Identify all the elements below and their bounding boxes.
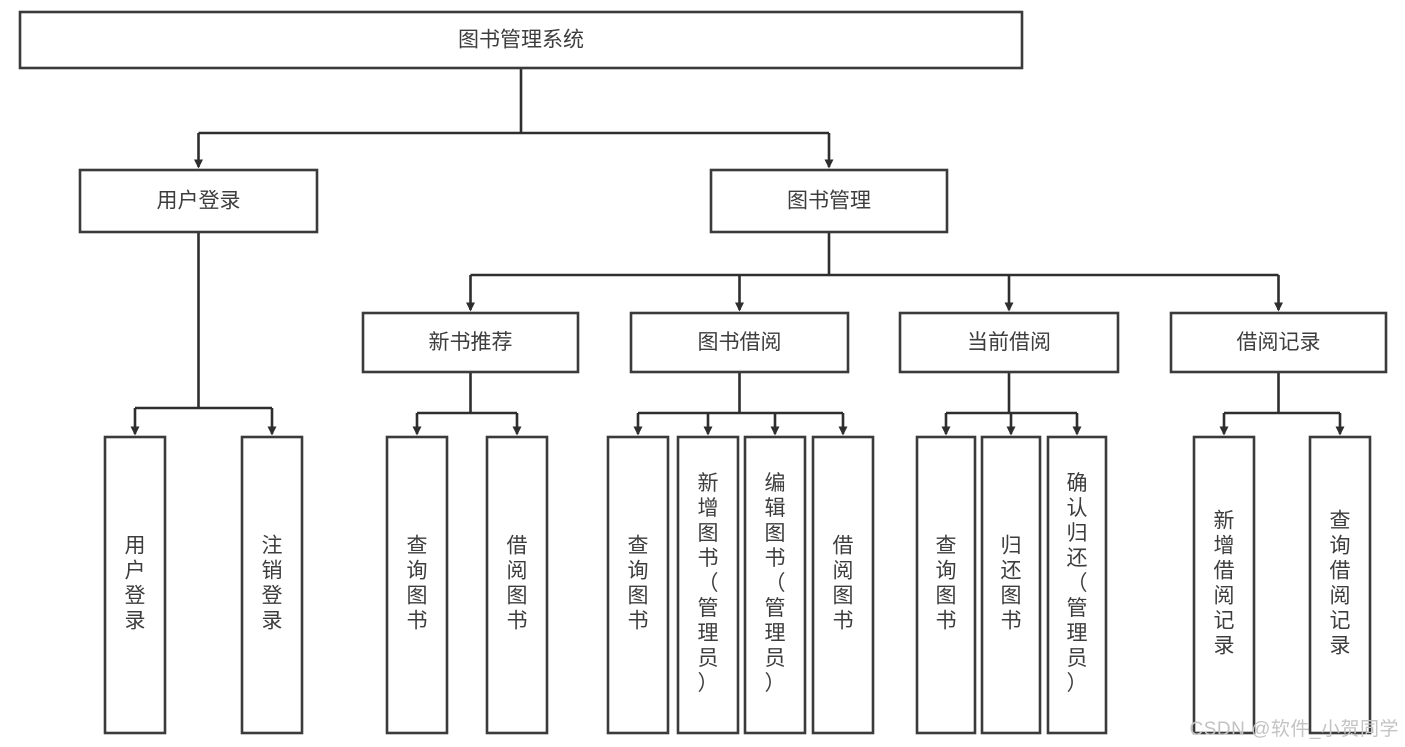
node-leaf-logout[interactable]: 注销登录 (240, 435, 304, 735)
node-leaf-borrow-book-1[interactable]: 借阅图书 (485, 435, 549, 735)
node-box-leaf-borrow-book-2 (811, 435, 875, 735)
node-box-user-login (78, 168, 319, 234)
node-box-leaf-user-login (103, 435, 167, 735)
node-label-current-borrow: 当前借阅 (967, 331, 1051, 354)
node-box-leaf-add-record (1192, 435, 1256, 735)
node-box-leaf-query-book-1 (385, 435, 449, 735)
node-leaf-edit-book[interactable]: 编辑图书（管理员） (743, 435, 807, 735)
node-box-leaf-borrow-book-1 (485, 435, 549, 735)
node-box-current-borrow (898, 311, 1120, 374)
connector-layer (130, 68, 1345, 436)
node-box-leaf-query-record (1308, 435, 1372, 735)
node-label-user-login: 用户登录 (157, 190, 241, 213)
node-label-borrow-record: 借阅记录 (1237, 331, 1321, 354)
node-label-leaf-borrow-book-1: 借阅图书 (507, 535, 528, 633)
node-leaf-user-login[interactable]: 用户登录 (103, 435, 167, 735)
node-label-leaf-query-book-3: 查询图书 (936, 535, 957, 633)
node-box-leaf-logout (240, 435, 304, 735)
node-book-management[interactable]: 图书管理 (709, 168, 949, 234)
node-box-leaf-query-book-2 (606, 435, 670, 735)
node-box-leaf-edit-book (743, 435, 807, 735)
node-box-leaf-confirm-return (1046, 435, 1108, 735)
node-current-borrow[interactable]: 当前借阅 (898, 311, 1120, 374)
node-label-leaf-edit-book: 编辑图书（管理员） (765, 472, 786, 695)
node-box-undefined (18, 10, 1024, 70)
node-label-leaf-query-book-1: 查询图书 (407, 535, 428, 633)
node-layer: 图书管理系统用户登录图书管理新书推荐图书借阅当前借阅借阅记录用户登录注销登录查询… (18, 10, 1388, 735)
node-user-login[interactable]: 用户登录 (78, 168, 319, 234)
node-label-leaf-query-book-2: 查询图书 (628, 535, 649, 633)
node-leaf-query-book-2[interactable]: 查询图书 (606, 435, 670, 735)
node-label-leaf-user-login: 用户登录 (125, 535, 146, 633)
node-leaf-add-book[interactable]: 新增图书（管理员） (676, 435, 740, 735)
node-label-undefined: 图书管理系统 (458, 29, 584, 52)
node-leaf-query-book-1[interactable]: 查询图书 (385, 435, 449, 735)
node-undefined[interactable]: 图书管理系统 (18, 10, 1024, 70)
node-leaf-query-record[interactable]: 查询借阅记录 (1308, 435, 1372, 735)
node-box-new-book-recommend (361, 311, 580, 374)
node-label-leaf-logout: 注销登录 (262, 535, 283, 633)
node-label-leaf-query-record: 查询借阅记录 (1330, 510, 1351, 658)
node-label-leaf-add-record: 新增借阅记录 (1214, 510, 1235, 658)
node-box-leaf-query-book-3 (915, 435, 977, 735)
node-box-book-borrow (629, 311, 850, 374)
node-box-book-management (709, 168, 949, 234)
node-box-leaf-add-book (676, 435, 740, 735)
node-label-leaf-add-book: 新增图书（管理员） (698, 472, 719, 695)
node-leaf-borrow-book-2[interactable]: 借阅图书 (811, 435, 875, 735)
node-borrow-record[interactable]: 借阅记录 (1169, 311, 1388, 374)
csdn-watermark: CSDN @软件_小贺同学 (1189, 719, 1399, 740)
node-label-leaf-return-book: 归还图书 (1001, 535, 1022, 633)
node-label-book-management: 图书管理 (787, 190, 871, 213)
node-label-new-book-recommend: 新书推荐 (429, 331, 513, 354)
node-new-book-recommend[interactable]: 新书推荐 (361, 311, 580, 374)
node-book-borrow[interactable]: 图书借阅 (629, 311, 850, 374)
node-leaf-query-book-3[interactable]: 查询图书 (915, 435, 977, 735)
node-leaf-confirm-return[interactable]: 确认归还（管理员） (1046, 435, 1108, 735)
node-box-borrow-record (1169, 311, 1388, 374)
node-label-leaf-borrow-book-2: 借阅图书 (833, 535, 854, 633)
node-box-leaf-return-book (980, 435, 1042, 735)
node-leaf-add-record[interactable]: 新增借阅记录 (1192, 435, 1256, 735)
node-label-book-borrow: 图书借阅 (698, 331, 782, 354)
node-label-leaf-confirm-return: 确认归还（管理员） (1067, 472, 1088, 695)
node-leaf-return-book[interactable]: 归还图书 (980, 435, 1042, 735)
